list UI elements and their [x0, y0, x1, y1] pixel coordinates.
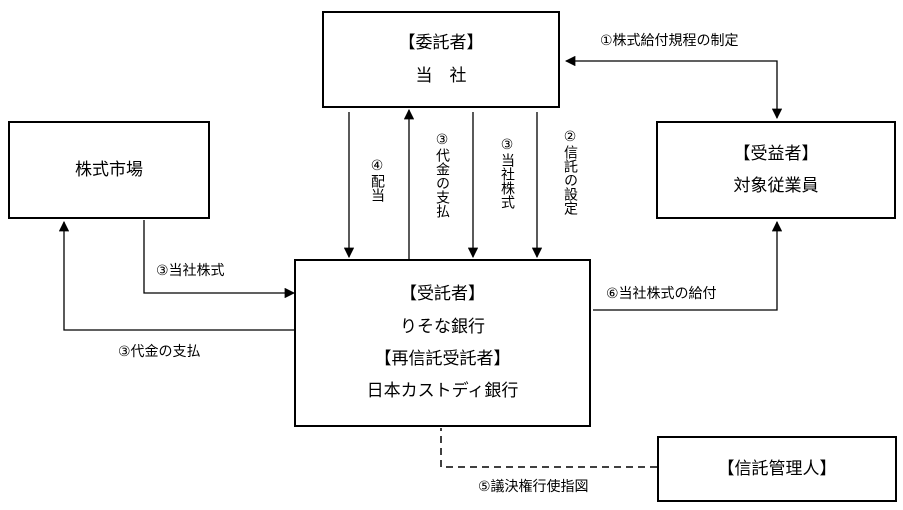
label-trust-setup: ②信託の設定 [562, 129, 578, 215]
label-dividend: ④配当 [369, 158, 385, 202]
market-name: 株式市場 [75, 159, 143, 180]
label-company-stock: ③当社株式 [499, 137, 515, 209]
label-payment-to-company: ③代金の支払 [434, 132, 450, 218]
company-name: 当 社 [415, 65, 467, 86]
arrow-market-payment [58, 220, 294, 331]
beneficiary-box: 【受益者】 対象従業員 [656, 121, 896, 219]
beneficiary-name: 対象従業員 [733, 176, 819, 196]
trustee-box: 【受託者】 りそな銀行 【再信託受託者】 日本カストディ銀行 [294, 259, 591, 427]
dashed-voting-instruction [440, 428, 657, 468]
label-stock-delivery: ⑥当社株式の給付 [606, 286, 717, 302]
company-role: 【委託者】 [398, 33, 484, 54]
arrow-market-stock [143, 220, 296, 299]
arrow-stock-delivery [593, 220, 783, 311]
administrator-box: 【信託管理人】 [657, 436, 897, 502]
beneficiary-role: 【受益者】 [733, 143, 819, 164]
administrator-name: 【信託管理人】 [717, 458, 837, 479]
trustee-name: りそな銀行 [400, 316, 485, 337]
label-market-payment: ③代金の支払 [118, 344, 201, 360]
label-voting-instruction: ⑤議決権行使指図 [478, 479, 589, 495]
retrustee-role: 【再信託受託者】 [374, 349, 511, 369]
arrow-rule-establishment [564, 55, 783, 120]
trustee-role: 【受託者】 [400, 284, 485, 305]
label-market-stock: ③当社株式 [156, 263, 225, 279]
market-box: 株式市場 [8, 121, 210, 219]
retrustee-name: 日本カストディ銀行 [366, 381, 519, 402]
label-rule-establishment: ①株式給付規程の制定 [600, 33, 739, 49]
company-box: 【委託者】 当 社 [322, 11, 560, 108]
